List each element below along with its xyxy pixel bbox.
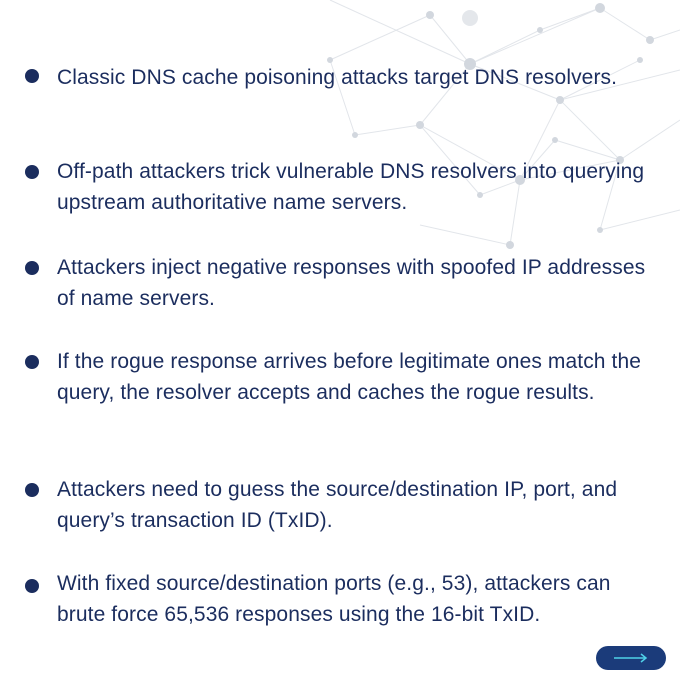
bullet-dot-icon — [25, 483, 39, 497]
bullet-text: Classic DNS cache poisoning attacks targ… — [57, 66, 618, 89]
right-arrow-icon — [614, 653, 648, 663]
bullet-dot-icon — [25, 355, 39, 369]
bullet-text: If the rogue response arrives before leg… — [57, 350, 642, 404]
bullet-text: Attackers need to guess the source/desti… — [57, 478, 618, 532]
bullet-text: Off-path attackers trick vulnerable DNS … — [57, 160, 645, 214]
bullet-dot-icon — [25, 579, 39, 593]
bullet-text: Attackers inject negative responses with… — [57, 256, 646, 310]
bullet-text: With fixed source/destination ports (e.g… — [57, 572, 611, 626]
bullet-dot-icon — [25, 261, 39, 275]
bullet-dot-icon — [25, 165, 39, 179]
bullet-dot-icon — [25, 69, 39, 83]
next-button[interactable] — [596, 646, 666, 670]
